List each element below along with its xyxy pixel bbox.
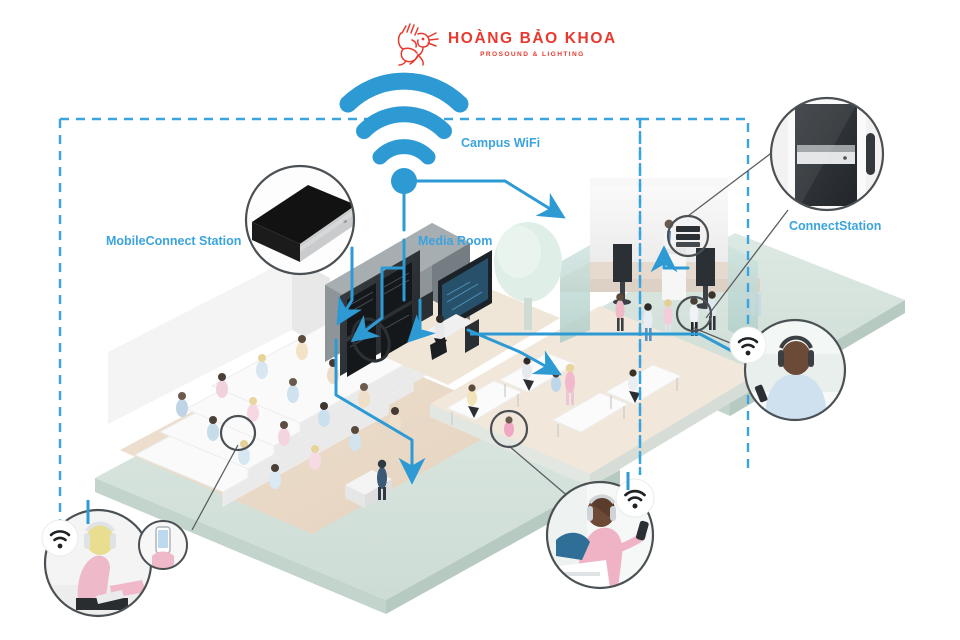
network-node-dot-icon (391, 168, 417, 194)
label-campus-wifi: Campus WiFi (461, 136, 541, 150)
callout-podium-receiver (666, 214, 710, 258)
scene-highlight-circles (219, 214, 713, 452)
label-connectstation: ConnectStation (789, 219, 882, 233)
callout-classroom-student (489, 409, 529, 449)
wifi-badge-icon (41, 519, 79, 557)
signal-links (334, 179, 690, 485)
callout-mobileconnect-station[interactable] (244, 164, 356, 276)
brand-tagline: PROSOUND & LIGHTING (480, 50, 585, 58)
label-media-room: Media Room (418, 234, 493, 248)
tree (494, 222, 562, 330)
brand-name: HOÀNG BẢO KHOA (448, 30, 617, 48)
zone-right (638, 117, 750, 475)
callout-listener-standing[interactable] (729, 318, 847, 422)
callout-listener-seated-center[interactable] (545, 472, 655, 590)
wifi-badge-icon (615, 478, 655, 518)
lecture-hall-students (176, 335, 401, 489)
pa-speaker-right (696, 248, 715, 309)
callout-lecture-student (219, 414, 257, 452)
callout-listener-seated-left[interactable] (41, 500, 188, 618)
callout-connectstation[interactable] (769, 96, 885, 212)
label-mobileconnect-station: MobileConnect Station (106, 234, 242, 248)
wifi-badge-icon (729, 326, 767, 364)
callout-hall-attendee (675, 295, 713, 333)
presenter-figure (377, 459, 387, 500)
coverage-zones (58, 117, 750, 590)
wifi-signal-icon (339, 72, 469, 194)
rack-receiver-icon (676, 226, 700, 247)
rooster-logo-icon (397, 23, 439, 66)
callout-phone-inset[interactable] (138, 520, 188, 570)
callout-leaders (127, 147, 789, 539)
brand-logo: HOÀNG BẢO KHOA PROSOUND & LIGHTING (392, 18, 615, 70)
